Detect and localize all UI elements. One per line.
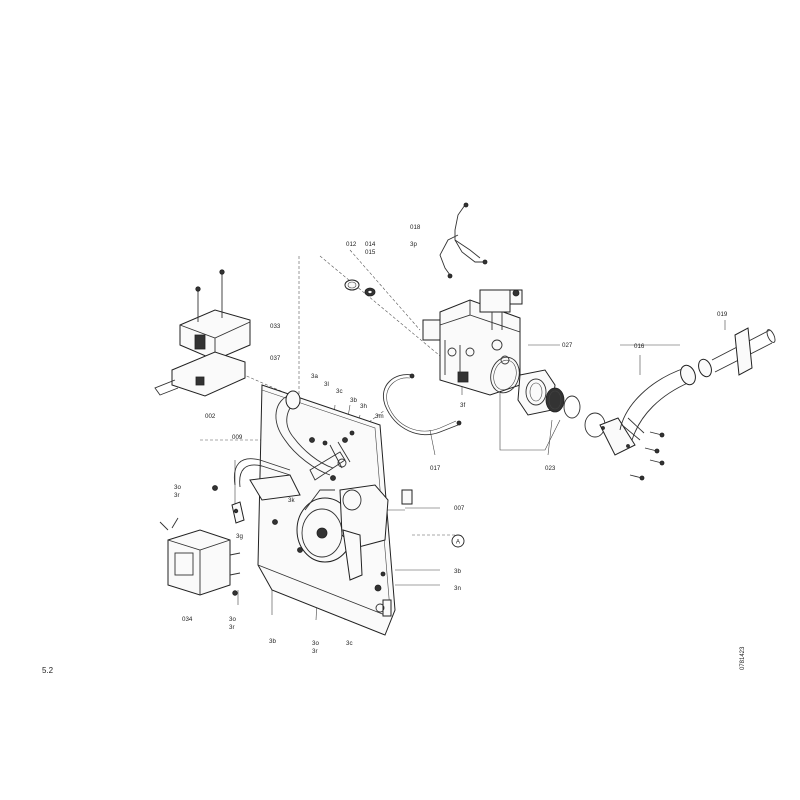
- part-016-elbow-pipe: [599, 358, 712, 456]
- label-3b-top: 3b: [350, 397, 357, 404]
- plate-screws: [272, 519, 386, 592]
- fan-motor: [296, 484, 389, 581]
- label-014: 014: [365, 241, 376, 248]
- label-3g: 3g: [236, 533, 243, 540]
- label-018: 018: [410, 224, 421, 231]
- gas-valve-block: [422, 289, 523, 396]
- bracket-plate: [249, 474, 301, 501]
- label-016: 016: [634, 343, 645, 350]
- part-012-washer: [344, 279, 360, 291]
- part-033-ignition-unit: [179, 269, 251, 361]
- part-009-hose: [233, 458, 291, 488]
- part-3o-screw-left: [212, 485, 218, 491]
- label-3o-mid: 3o: [312, 640, 319, 647]
- label-017: 017: [430, 465, 441, 472]
- drawing-code: 0781423: [740, 646, 746, 670]
- label-019: 019: [717, 311, 728, 318]
- o-ring-large: [490, 356, 520, 394]
- linkage-arm: [309, 430, 355, 481]
- page-number: 5.2: [42, 666, 54, 675]
- part-002-cable: [154, 379, 179, 396]
- label-3b-bottom: 3b: [269, 638, 276, 645]
- label-3o-left: 3o: [174, 484, 181, 491]
- label-3f: 3f: [460, 402, 465, 409]
- label-033: 033: [270, 323, 281, 330]
- label-3a: 3a: [311, 373, 318, 380]
- ignition-cable: [275, 390, 334, 476]
- label-3r-mid: 3r: [312, 648, 318, 655]
- label-3h: 3h: [360, 403, 367, 410]
- label-3o-bottom: 3o: [229, 616, 236, 623]
- label-3k: 3k: [288, 497, 295, 504]
- part-034-transformer: [159, 517, 241, 596]
- callout-a-text: A: [456, 539, 461, 546]
- label-002: 002: [205, 413, 216, 420]
- screws-016: [629, 431, 665, 481]
- label-015: 015: [365, 249, 376, 256]
- label-3r-bottom: 3r: [229, 624, 235, 631]
- part-3g-fitting: [231, 501, 245, 524]
- label-3c-bottom: 3c: [346, 640, 353, 647]
- label-3c-top: 3c: [336, 388, 343, 395]
- part-017-capillary-tube: [383, 373, 462, 436]
- part-037-base: [171, 351, 246, 397]
- label-034: 034: [182, 616, 193, 623]
- label-007: 007: [454, 505, 465, 512]
- callout-circle-a: A: [451, 534, 465, 548]
- label-009: 009: [232, 434, 243, 441]
- part-labels: 018 012 014 015 3p 033 037 002 009 3a 3l…: [174, 224, 728, 655]
- label-037: 037: [270, 355, 281, 362]
- label-3b-right: 3b: [454, 568, 461, 575]
- label-012: 012: [346, 241, 357, 248]
- label-3m: 3m: [375, 413, 384, 420]
- label-3l: 3l: [324, 381, 329, 388]
- label-023: 023: [545, 465, 556, 472]
- part-018-y-tube: [439, 202, 488, 279]
- label-3p: 3p: [410, 241, 417, 248]
- label-027: 027: [562, 342, 573, 349]
- part-019-pipe: [711, 327, 776, 376]
- part-015-nut: [364, 287, 376, 297]
- label-3r-left: 3r: [174, 492, 180, 499]
- label-3n: 3n: [454, 585, 461, 592]
